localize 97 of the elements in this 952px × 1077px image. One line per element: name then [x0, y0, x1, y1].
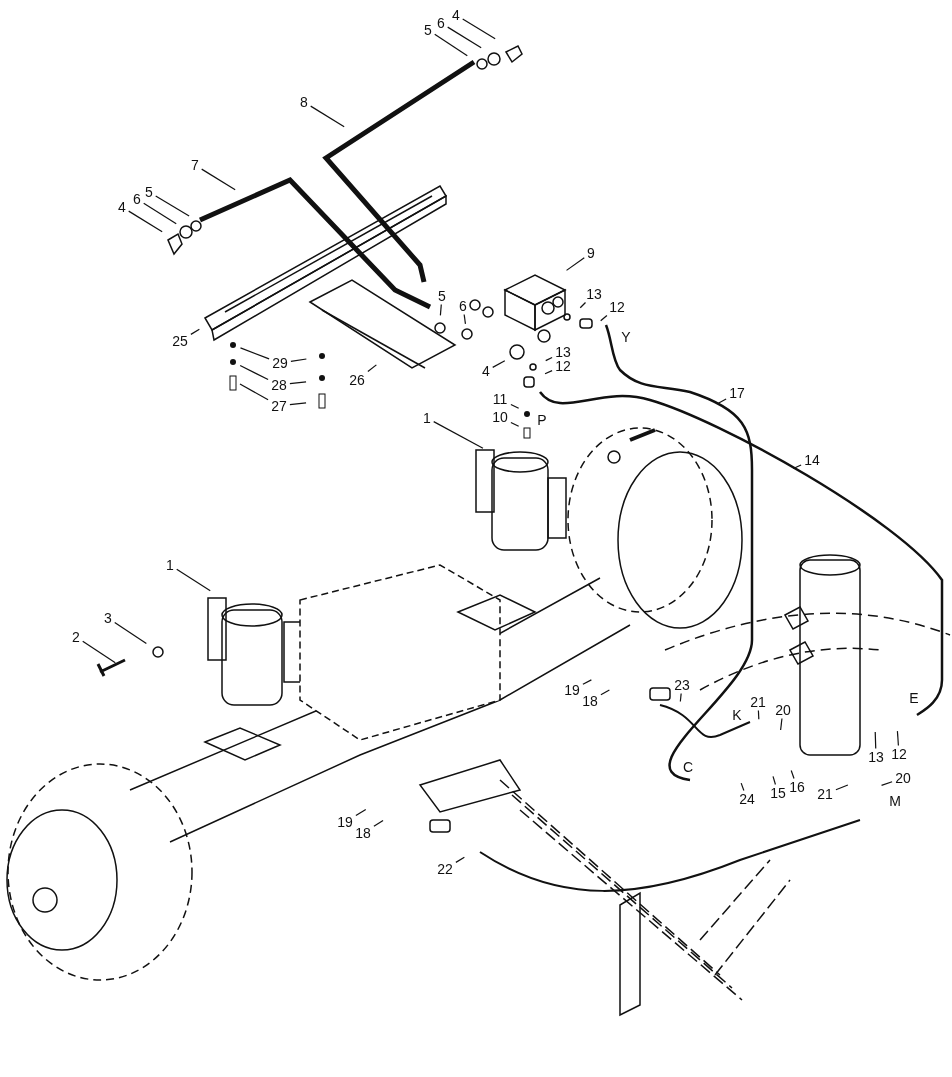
leader-line — [600, 314, 608, 322]
callout-number: 22 — [437, 862, 453, 876]
leader-line — [757, 709, 760, 720]
port-letter: C — [682, 760, 694, 774]
port-letter: E — [909, 691, 919, 705]
leader-line — [190, 328, 200, 335]
leader-line — [772, 775, 777, 786]
callout-number: 20 — [775, 703, 791, 717]
leader-line — [367, 364, 377, 373]
leader-line — [874, 731, 877, 750]
callout-number: 18 — [582, 694, 598, 708]
callout-number: 6 — [437, 16, 445, 30]
leader-line — [239, 383, 269, 401]
callout-number: 12 — [609, 300, 625, 314]
leader-line — [780, 717, 783, 731]
leader-line — [439, 303, 442, 316]
leader-line — [492, 360, 506, 368]
port-letter: Y — [621, 330, 631, 344]
callout-number: 5 — [145, 185, 153, 199]
callout-number: 14 — [804, 453, 820, 467]
callout-number: 9 — [587, 246, 595, 260]
callout-number: 11 — [492, 392, 508, 406]
callout-number: 26 — [349, 373, 365, 387]
callout-number: 5 — [424, 23, 432, 37]
callout-number: 27 — [271, 399, 287, 413]
leader-line — [114, 621, 147, 645]
callout-number: 24 — [739, 792, 755, 806]
leader-line — [143, 202, 177, 225]
callout-number: 1 — [423, 411, 431, 425]
callout-number: 4 — [118, 200, 126, 214]
leader-line — [463, 313, 467, 325]
leader-line — [545, 356, 553, 362]
callout-number: 5 — [438, 289, 446, 303]
callout-number: 29 — [272, 356, 288, 370]
leader-line — [600, 689, 610, 696]
leader-line — [155, 195, 190, 217]
leader-line — [790, 769, 795, 780]
leader-line — [289, 402, 307, 406]
callout-number: 4 — [482, 364, 490, 378]
leader-line — [239, 364, 269, 381]
leader-line — [740, 782, 745, 792]
leader-line — [433, 421, 484, 449]
leader-line — [373, 819, 384, 827]
port-letter: P — [537, 413, 547, 427]
callout-number: 19 — [564, 683, 580, 697]
callout-number: 16 — [789, 780, 805, 794]
leader-line — [82, 640, 116, 664]
leader-line — [582, 679, 592, 685]
leader-line — [717, 398, 727, 404]
leader-line — [310, 105, 345, 128]
callout-number: 4 — [452, 8, 460, 22]
leader-line — [128, 210, 163, 233]
leader-line — [201, 168, 236, 191]
leader-line — [355, 808, 367, 817]
callout-number: 17 — [729, 386, 745, 400]
leader-line — [880, 781, 893, 787]
leader-line — [290, 358, 307, 362]
callout-number: 1 — [166, 558, 174, 572]
leader-line — [434, 33, 468, 57]
leader-line — [579, 301, 587, 309]
leader-line — [544, 370, 553, 375]
callout-number: 18 — [355, 826, 371, 840]
callout-number: 7 — [191, 158, 199, 172]
callout-number: 21 — [817, 787, 833, 801]
callout-number: 19 — [337, 815, 353, 829]
leader-line — [896, 730, 899, 747]
callout-number: 15 — [770, 786, 786, 800]
callout-number: 28 — [271, 378, 287, 392]
leader-line — [510, 403, 520, 409]
leader-line — [510, 421, 520, 427]
leader-line — [447, 26, 482, 49]
leader-line — [835, 784, 849, 791]
leader-line — [462, 18, 496, 40]
callout-number: 6 — [459, 299, 467, 313]
callout-number: 12 — [555, 359, 571, 373]
callout-number: 12 — [891, 747, 907, 761]
leader-line — [289, 381, 307, 385]
callout-number: 20 — [895, 771, 911, 785]
callout-number: 3 — [104, 611, 112, 625]
leader-line — [792, 464, 802, 470]
callout-number: 21 — [750, 695, 766, 709]
port-letter: K — [732, 708, 742, 722]
leader-line — [565, 257, 585, 271]
callout-number: 23 — [674, 678, 690, 692]
callout-number: 13 — [586, 287, 602, 301]
callout-number: 13 — [868, 750, 884, 764]
leader-line — [239, 347, 270, 360]
port-letter: M — [889, 794, 901, 808]
callout-number: 13 — [555, 345, 571, 359]
leader-line — [455, 856, 465, 863]
callout-number: 10 — [492, 410, 508, 424]
callout-number: 6 — [133, 192, 141, 206]
callout-number: 8 — [300, 95, 308, 109]
callout-number: 25 — [172, 334, 188, 348]
leader-line — [176, 568, 211, 592]
leader-line — [679, 692, 682, 703]
callout-number: 2 — [72, 630, 80, 644]
